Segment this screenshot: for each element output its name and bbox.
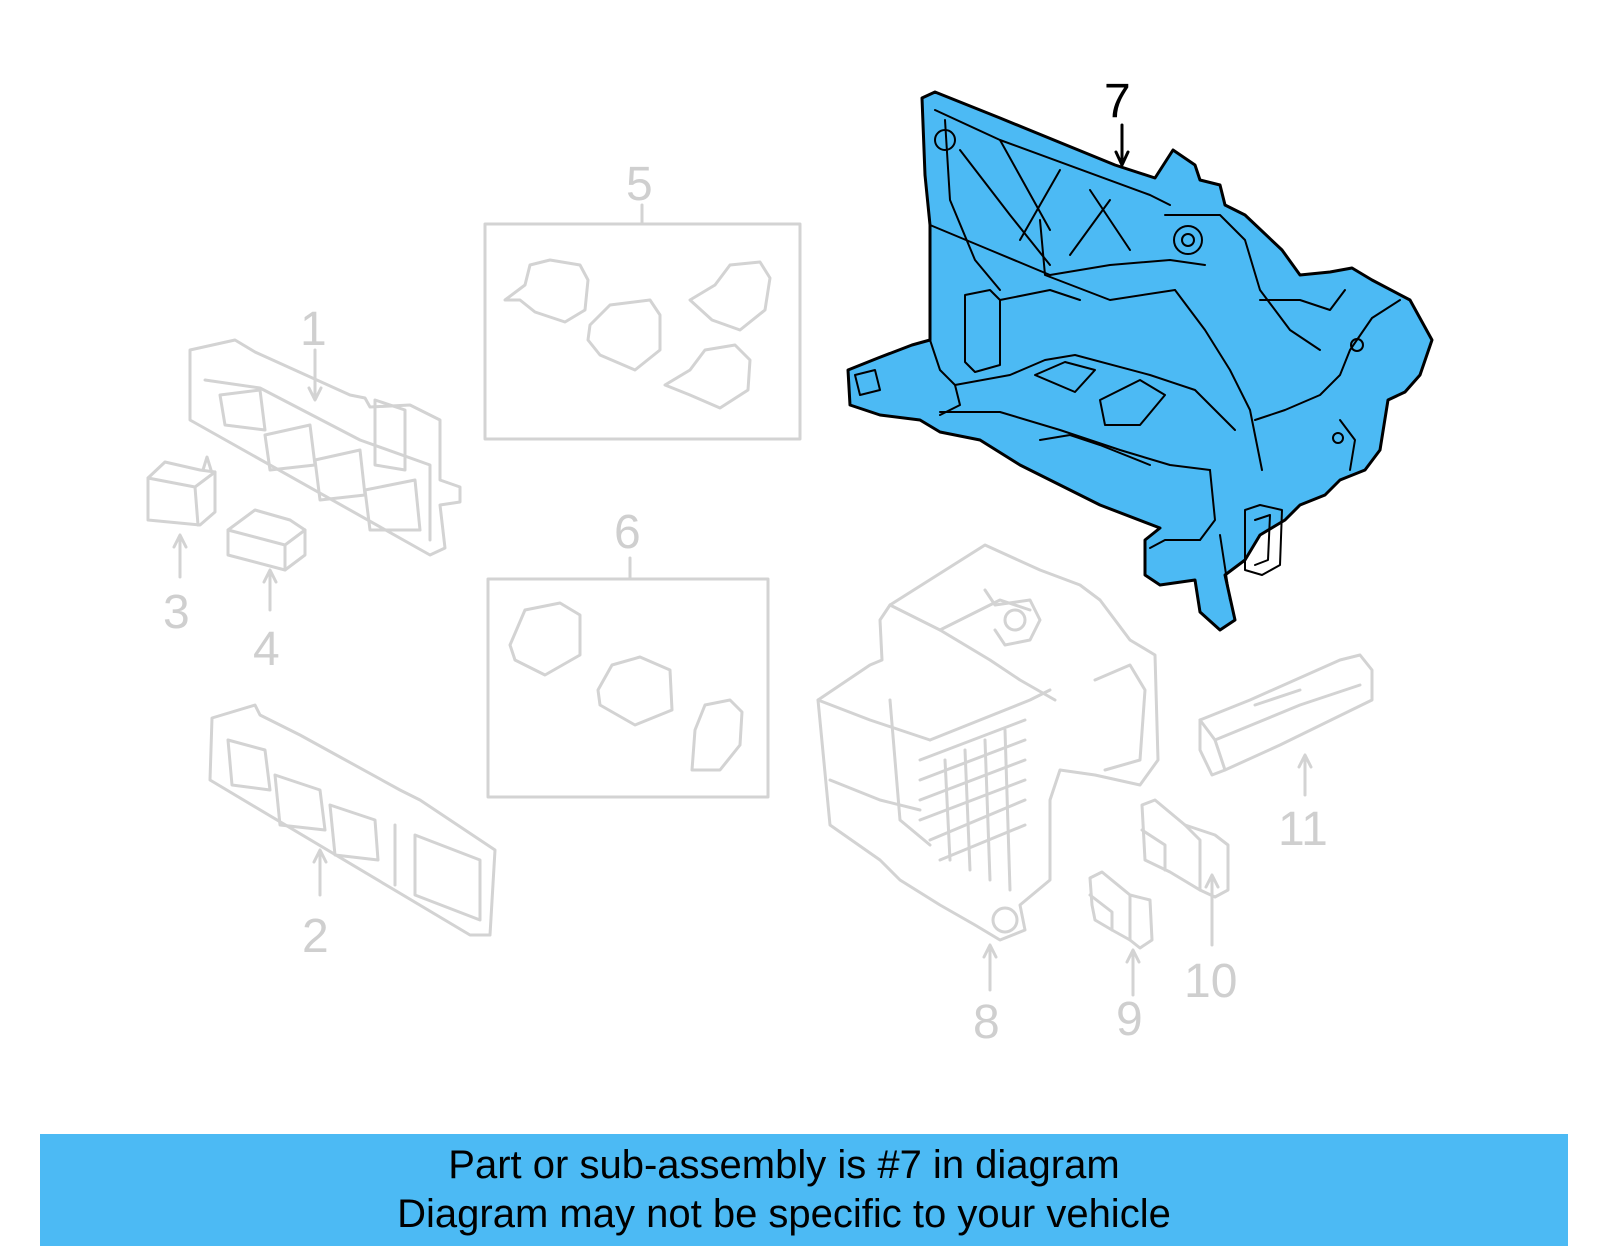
part-9-fuse[interactable]	[1088, 870, 1154, 950]
part-7-housing[interactable]	[846, 90, 1434, 632]
part-11-arrow	[1297, 753, 1313, 797]
part-11-bar[interactable]	[1198, 653, 1374, 777]
callout-1: 1	[300, 303, 327, 356]
callout-7: 7	[1104, 75, 1131, 128]
callout-8: 8	[973, 996, 1000, 1049]
callout-2: 2	[302, 910, 329, 963]
part-9-arrow	[1125, 948, 1141, 997]
notice-line-2: Diagram may not be specific to your vehi…	[397, 1192, 1171, 1236]
part-10-fuse[interactable]	[1140, 798, 1230, 899]
part-8-arrow	[982, 943, 998, 992]
part-5-relay-kit[interactable]	[483, 203, 802, 441]
callout-5: 5	[626, 158, 653, 211]
notice-line-1: Part or sub-assembly is #7 in diagram	[448, 1143, 1120, 1187]
part-10-arrow	[1204, 873, 1220, 947]
callout-10: 10	[1184, 955, 1237, 1008]
part-2-arrow	[312, 848, 328, 897]
part-4-relay[interactable]	[226, 508, 307, 572]
callout-4: 4	[253, 623, 280, 676]
part-4-arrow	[262, 568, 278, 612]
part-6-relay-kit[interactable]	[486, 556, 770, 799]
part-8-housing[interactable]	[816, 543, 1160, 942]
part-7-arrow	[1114, 123, 1130, 167]
notice-banner: Part or sub-assembly is #7 in diagram Di…	[40, 1134, 1568, 1246]
part-1-relay-block[interactable]	[188, 338, 462, 557]
callout-11: 11	[1278, 803, 1328, 856]
part-3-relay[interactable]	[146, 455, 217, 527]
callout-6: 6	[614, 506, 641, 559]
callout-3: 3	[163, 586, 190, 639]
part-3-arrow	[172, 533, 188, 579]
part-1-arrow	[307, 348, 323, 402]
part-2-fuse-strip[interactable]	[208, 703, 497, 937]
callout-9: 9	[1116, 993, 1143, 1046]
